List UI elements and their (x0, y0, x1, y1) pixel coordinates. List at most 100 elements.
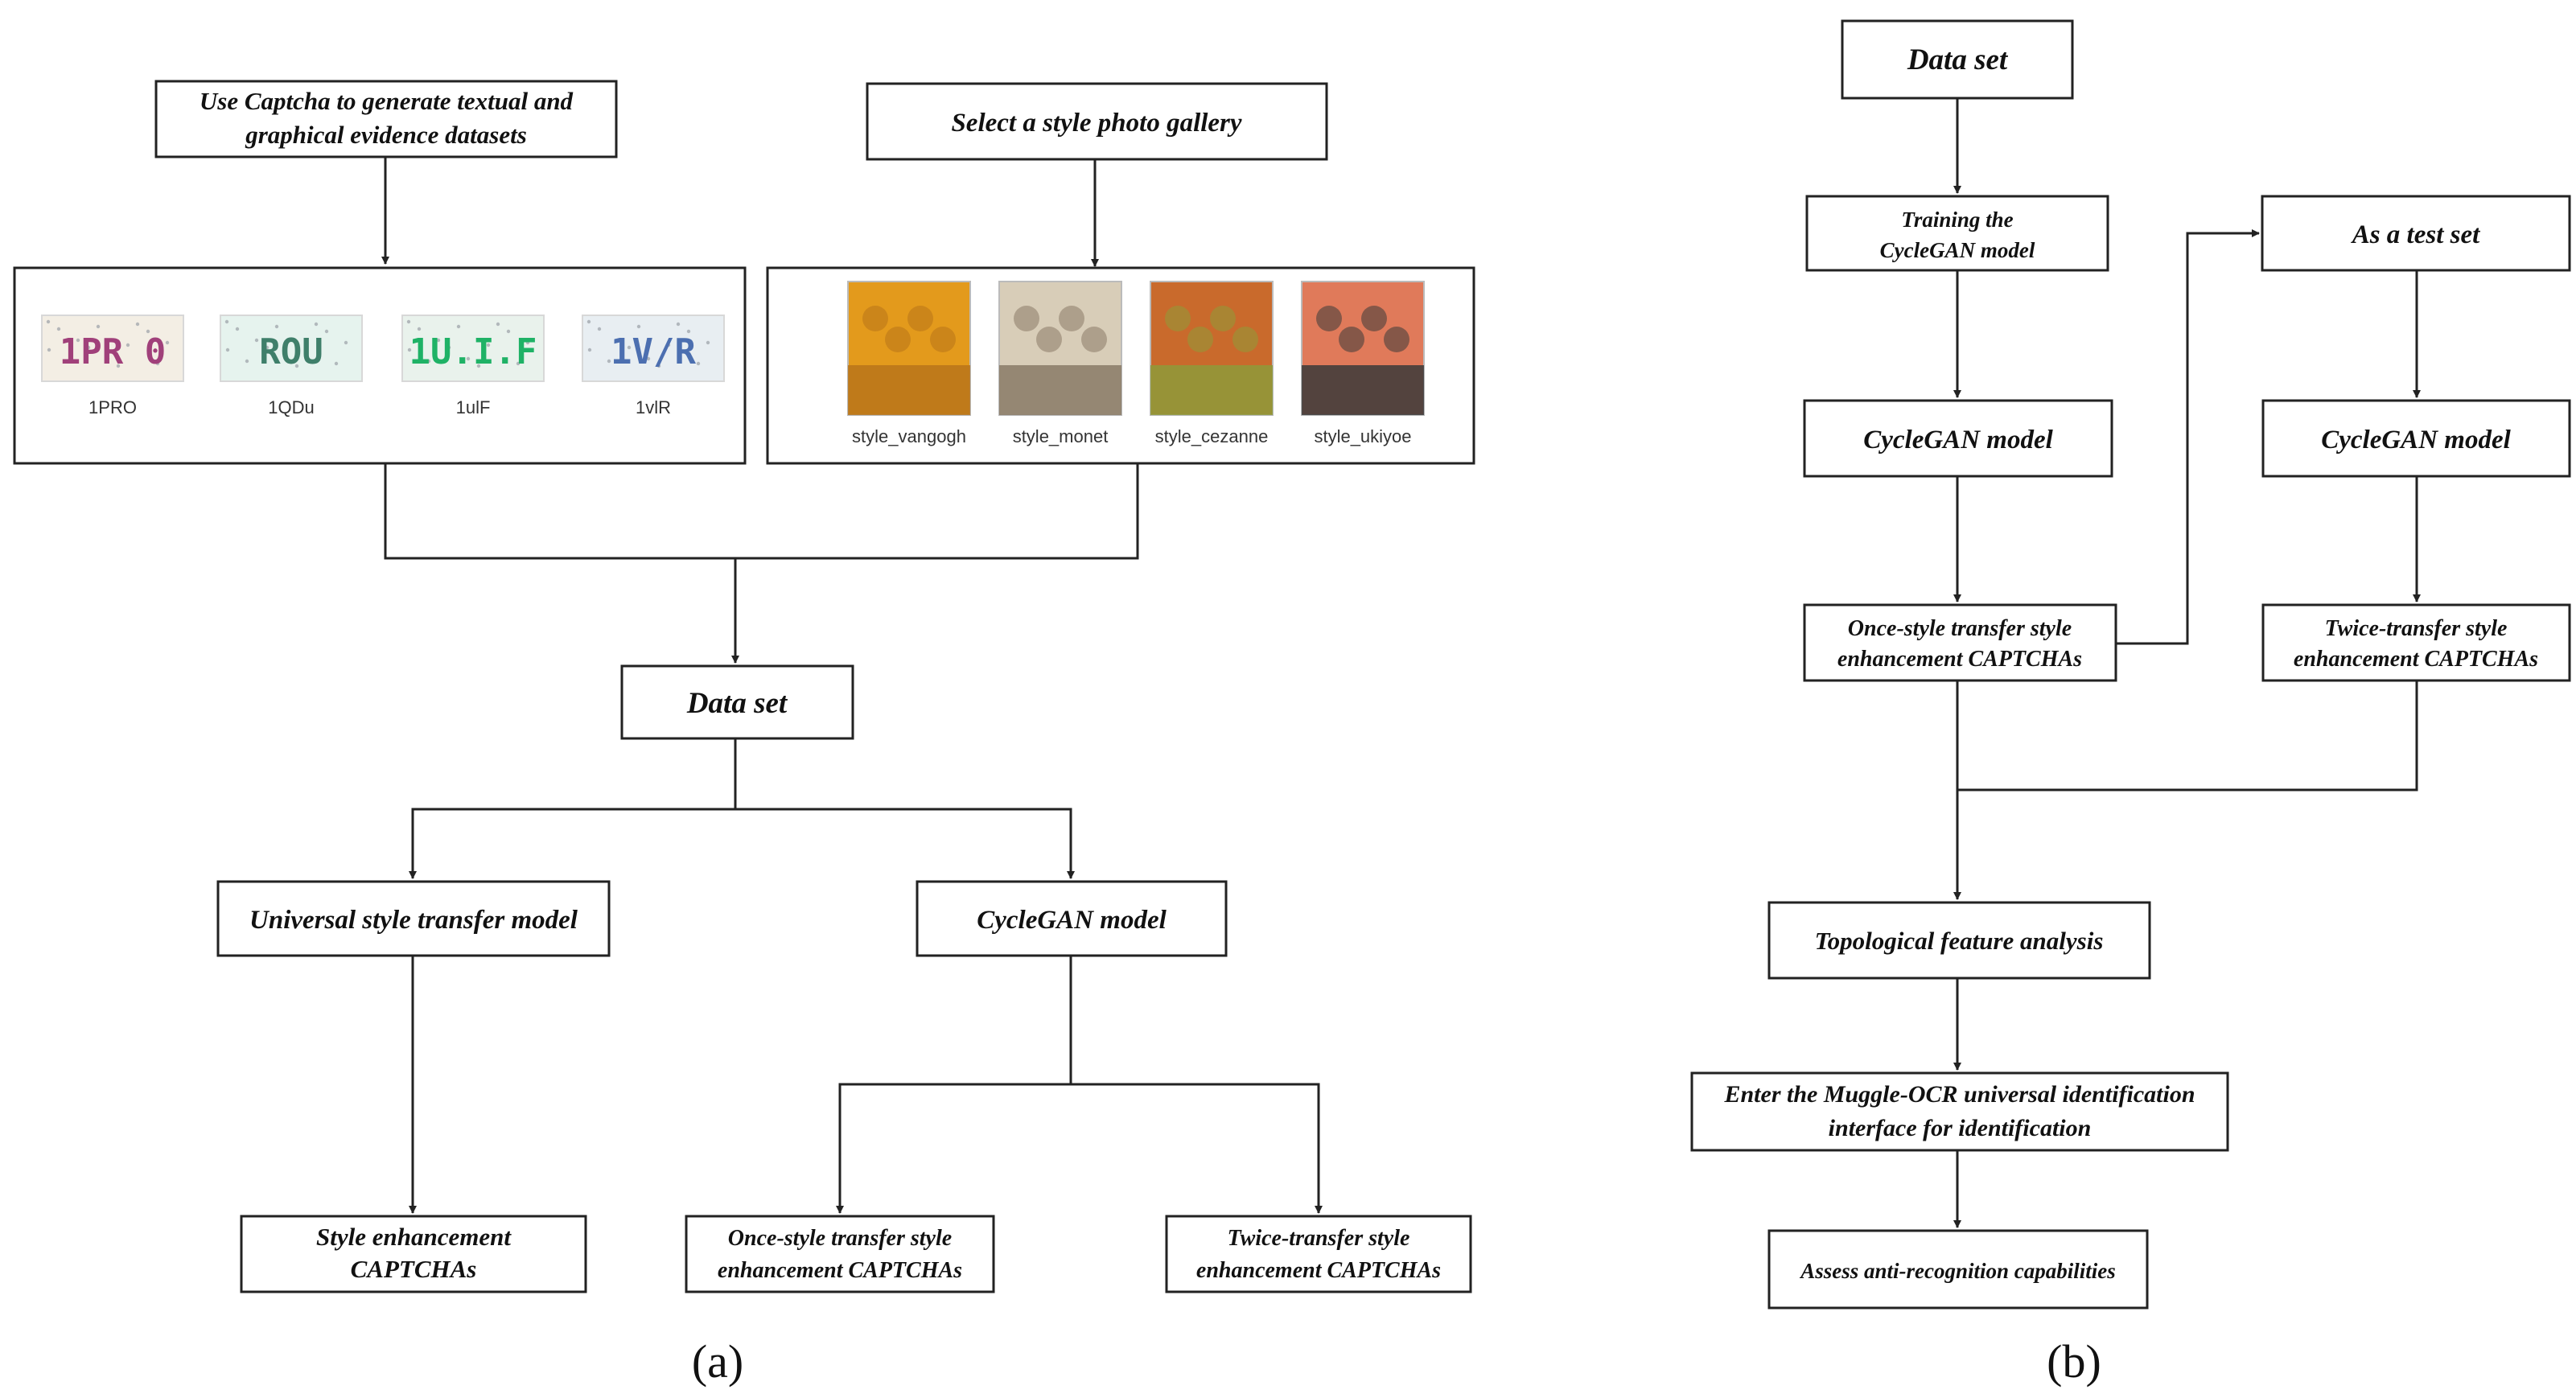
captcha-image-text: ROU (259, 331, 323, 372)
arrow-dataset-to-universal-model (409, 738, 737, 879)
noise-dot (265, 345, 270, 350)
noise-dot (86, 345, 91, 350)
noise-dot (155, 361, 160, 366)
once-style-line-1-b: Once-style transfer style (1848, 616, 2072, 641)
noise-dot (96, 324, 101, 329)
noise-dot (436, 338, 441, 343)
style-enhancement-line-1: Style enhancement (316, 1223, 512, 1251)
captcha-source-line-2: graphical evidence datasets (245, 121, 527, 149)
universal-model-label: Universal style transfer model (249, 906, 578, 935)
noise-dot (696, 361, 701, 366)
style-sample-label: style_monet (1013, 426, 1109, 446)
noise-dot (224, 319, 229, 324)
test-set-box: As a test set (2261, 195, 2571, 272)
painting-detail (1081, 327, 1107, 352)
noise-dot (516, 361, 521, 366)
noise-dot (304, 343, 309, 347)
dataset-label-b: Data set (1907, 43, 2009, 76)
cyclegan-model-box-a: CycleGAN model (916, 880, 1228, 957)
once-style-line-1-a: Once-style transfer style (728, 1226, 952, 1251)
painting-detail (1361, 306, 1387, 331)
noise-dot (225, 347, 230, 352)
captcha-image (220, 315, 363, 382)
noise-dot (476, 364, 481, 368)
painting-detail (1059, 306, 1084, 331)
noise-dot (406, 319, 411, 324)
noise-dot (486, 343, 491, 347)
twice-transfer-box-a: Twice-transfer style enhancement CAPTCHA… (1165, 1215, 1472, 1293)
muggle-line-2: interface for identification (1829, 1115, 2092, 1141)
noise-dot (76, 338, 80, 343)
noise-dot (116, 364, 121, 368)
noise-dot (165, 340, 170, 345)
painting-detail (1014, 306, 1039, 331)
noise-dot (636, 324, 641, 329)
cyclegan-model-label-b-right: CycleGAN model (2321, 426, 2511, 454)
arrow-cyclegan-to-twice-transfer (1071, 1083, 1323, 1214)
training-box: Training the CycleGAN model (1805, 195, 2109, 272)
panel-a-connectors (381, 157, 1323, 1214)
noise-dot (56, 327, 61, 331)
painting-detail (1036, 327, 1062, 352)
noise-dot (344, 340, 348, 345)
captcha-image (41, 315, 184, 382)
noise-dot (496, 322, 500, 327)
noise-dot (466, 356, 471, 361)
noise-dot (235, 327, 240, 331)
panel-a: Use Captcha to generate textual and grap… (13, 80, 1475, 1388)
noise-dot (446, 345, 451, 350)
noise-dot (135, 322, 140, 327)
noise-dot (597, 327, 602, 331)
dataset-box-a: Data set (620, 664, 854, 740)
noise-dot (456, 324, 461, 329)
painting-foreground (1302, 365, 1424, 415)
arrow-cyclegan-to-once-style (836, 1083, 1071, 1214)
painting-detail (862, 306, 888, 331)
style-sample: style_monet (998, 281, 1122, 446)
style-sample-label: style_cezanne (1155, 426, 1269, 446)
style-source-box: Select a style photo gallery (866, 82, 1328, 161)
twice-transfer-line-2-b: enhancement CAPTCHAs (2294, 647, 2538, 672)
once-style-box-b: Once-style transfer style enhancement CA… (1803, 603, 2117, 682)
noise-dot (254, 338, 259, 343)
noise-dot (417, 327, 422, 331)
style-enhancement-line-2: CAPTCHAs (351, 1255, 477, 1283)
noise-dot (426, 359, 431, 364)
muggle-line-1: Enter the Muggle-OCR universal identific… (1723, 1081, 2195, 1108)
noise-dot (676, 322, 681, 327)
training-line-2: CycleGAN model (1880, 238, 2035, 262)
painting-detail (1232, 327, 1258, 352)
noise-dot (586, 319, 591, 324)
painting-detail (1316, 306, 1342, 331)
noise-dot (126, 343, 130, 347)
noise-dot (506, 329, 511, 334)
style-sample: style_vangogh (847, 281, 971, 446)
universal-model-box: Universal style transfer model (216, 880, 611, 957)
captcha-image (582, 315, 725, 382)
style-source-label: Select a style photo gallery (951, 109, 1241, 138)
captcha-sample-label: 1ulF (456, 397, 491, 417)
once-style-line-2-b: enhancement CAPTCHAs (1837, 647, 2082, 672)
noise-dot (407, 347, 412, 352)
twice-transfer-line-1-a: Twice-transfer style (1228, 1226, 1410, 1251)
captcha-sample-label: 1PRO (88, 397, 137, 417)
cyclegan-model-box-b-left: CycleGAN model (1803, 399, 2113, 478)
captcha-source-line-1: Use Captcha to generate textual and (200, 87, 574, 115)
style-sample-label: style_vangogh (852, 426, 966, 446)
panel-b: Data set Training the CycleGAN model As … (1690, 19, 2571, 1388)
noise-dot (294, 364, 299, 368)
noise-dot (686, 329, 691, 334)
noise-dot (706, 340, 710, 345)
painting-foreground (848, 365, 970, 415)
training-line-1: Training the (1901, 208, 2013, 232)
painting-foreground (999, 365, 1121, 415)
style-enhancement-box: Style enhancement CAPTCHAs (240, 1215, 587, 1293)
cyclegan-model-label-a: CycleGAN model (977, 906, 1167, 935)
connector-merge-galleries (384, 463, 1139, 560)
noise-dot (284, 356, 289, 361)
